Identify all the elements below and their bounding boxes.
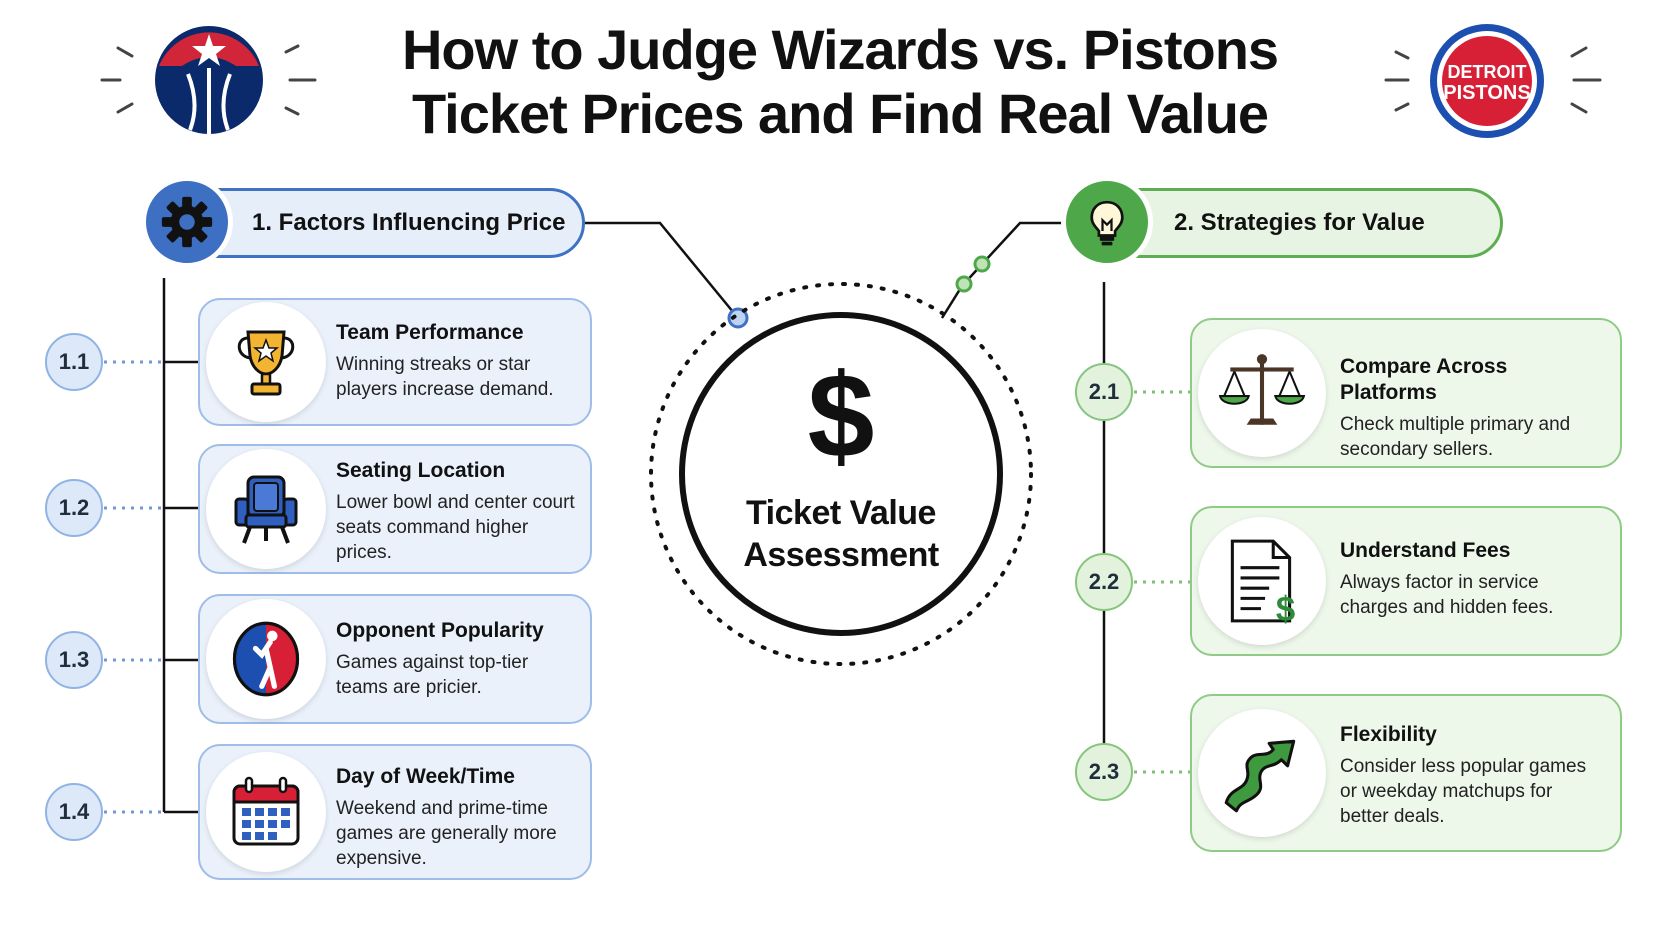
item-number-badge: 1.1 <box>45 333 103 391</box>
scale-icon <box>1198 329 1326 457</box>
svg-text:$: $ <box>1276 591 1295 627</box>
card-title: Flexibility <box>1340 723 1437 746</box>
item-number-badge: 2.3 <box>1075 743 1133 801</box>
card-desc: Games against top-tier teams are pricier… <box>336 652 529 698</box>
center-label: Ticket Value Assessment <box>705 492 977 576</box>
item-number-badge: 1.2 <box>45 479 103 537</box>
fee-document-icon: $ <box>1198 517 1326 645</box>
pistons-logo-line2: PISTONS <box>1443 82 1530 104</box>
title-line-2: Ticket Prices and Find Real Value <box>411 82 1269 145</box>
center-label-line-2: Assessment <box>743 536 939 574</box>
seat-icon <box>206 449 326 569</box>
factor-card-seating-location: Seating Location Lower bowl and center c… <box>198 444 592 574</box>
gear-icon <box>141 176 233 268</box>
lightbulb-icon <box>1061 176 1153 268</box>
dollar-sign-icon: $ <box>807 349 875 483</box>
curved-arrow-icon <box>1198 709 1326 837</box>
ticket-value-assessment-hub: $ Ticket Value Assessment <box>679 312 1003 636</box>
card-title: Seating Location <box>336 459 506 482</box>
card-title: Day of Week/Time <box>336 765 515 788</box>
card-title: Opponent Popularity <box>336 619 544 642</box>
card-title: Understand Fees <box>1340 539 1511 562</box>
card-title: Compare Across Platforms <box>1340 355 1508 404</box>
item-number-badge: 2.1 <box>1075 363 1133 421</box>
card-desc: Check multiple primary and secondary sel… <box>1340 414 1571 460</box>
strategy-card-compare-platforms: Compare Across Platforms Check multiple … <box>1190 318 1622 468</box>
pistons-logo-line1: DETROIT <box>1448 62 1527 82</box>
pistons-logo-icon: DETROIT PISTONS <box>1430 24 1544 138</box>
card-desc: Lower bowl and center court seats comman… <box>336 492 575 563</box>
factor-card-opponent-popularity: Opponent Popularity Games against top-ti… <box>198 594 592 724</box>
calendar-icon <box>206 752 326 872</box>
league-logo-icon <box>206 599 326 719</box>
strategy-card-flexibility: Flexibility Consider less popular games … <box>1190 694 1622 852</box>
factor-card-day-of-week: Day of Week/Time Weekend and prime-time … <box>198 744 592 880</box>
item-number-badge: 1.4 <box>45 783 103 841</box>
card-desc: Weekend and prime-time games are general… <box>336 798 557 869</box>
factor-card-team-performance: Team Performance Winning streaks or star… <box>198 298 592 426</box>
item-number-badge: 2.2 <box>1075 553 1133 611</box>
card-title: Team Performance <box>336 321 524 344</box>
page-title: How to Judge Wizards vs. Pistons Ticket … <box>340 18 1340 146</box>
section-title: 1. Factors Influencing Price <box>252 209 566 236</box>
card-desc: Consider less popular games or weekday m… <box>1340 756 1587 827</box>
strategy-card-understand-fees: $ Understand Fees Always factor in servi… <box>1190 506 1622 656</box>
card-desc: Winning streaks or star players increase… <box>336 354 554 400</box>
item-number-badge: 1.3 <box>45 631 103 689</box>
wizards-logo-icon <box>155 26 263 134</box>
trophy-icon <box>206 302 326 422</box>
section-title: 2. Strategies for Value <box>1174 209 1425 236</box>
title-line-1: How to Judge Wizards vs. Pistons <box>401 18 1279 81</box>
center-label-line-1: Ticket Value <box>746 494 936 532</box>
wizards-logo <box>150 24 268 136</box>
card-desc: Always factor in service charges and hid… <box>1340 572 1554 618</box>
pistons-logo: DETROIT PISTONS <box>1428 22 1546 140</box>
